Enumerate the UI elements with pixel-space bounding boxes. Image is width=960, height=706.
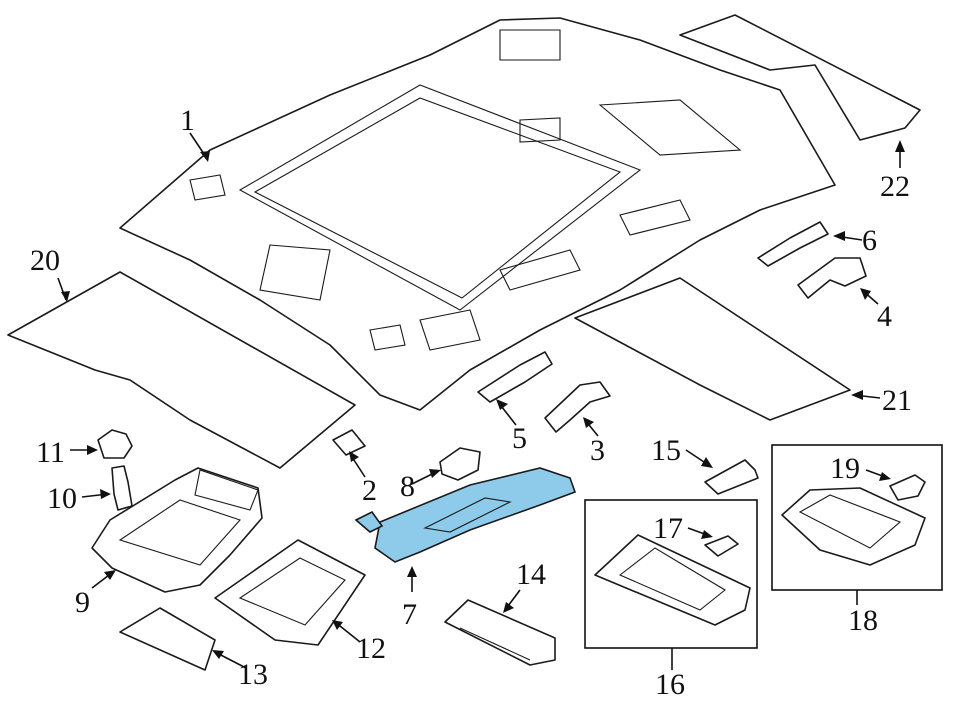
sun-visor-part-7[interactable]: [354, 467, 577, 563]
overhead-console-part-9: [91, 467, 263, 593]
callout-14: 14: [516, 558, 546, 591]
callout-10: 10: [47, 482, 77, 515]
bezel-part-12: [214, 539, 366, 646]
callout-6: 6: [862, 224, 877, 257]
bracket-part-5: [477, 351, 553, 403]
callout-12: 12: [356, 632, 386, 665]
callout-13: 13: [238, 658, 268, 691]
callout-1: 1: [180, 104, 195, 137]
callout-8: 8: [400, 470, 415, 503]
callout-17: 17: [653, 512, 683, 545]
arrow-heads: [61, 140, 905, 659]
callout-3: 3: [590, 434, 605, 467]
callout-11: 11: [36, 436, 65, 469]
grab-handle-part-4: [797, 257, 867, 299]
plug-part-10: [111, 465, 133, 511]
callout-4: 4: [877, 300, 892, 333]
callout-2: 2: [362, 474, 377, 507]
callout-19: 19: [830, 452, 860, 485]
group-box-18: [771, 444, 943, 591]
callout-22: 22: [880, 170, 910, 203]
callout-18: 18: [848, 604, 878, 637]
bulb-part-15: [704, 459, 759, 495]
callout-16: 16: [655, 668, 685, 701]
callout-7: 7: [402, 598, 417, 631]
grab-handle-part-3: [544, 381, 611, 433]
lamp-part-14: [444, 599, 556, 666]
clip-part-8: [439, 447, 481, 481]
pad-part-20: [7, 271, 356, 469]
pad-part-21: [574, 277, 851, 421]
headliner-part: [119, 17, 836, 411]
callout-21: 21: [882, 384, 912, 417]
tape-part-2: [332, 429, 366, 456]
cap-part-11: [97, 429, 133, 459]
bracket-part-6: [757, 221, 829, 267]
callout-9: 9: [75, 586, 90, 619]
callout-20: 20: [30, 244, 60, 277]
group-box-16: [584, 499, 758, 649]
pad-part-22: [679, 14, 921, 141]
callout-5: 5: [512, 422, 527, 455]
cover-part-13: [119, 607, 216, 671]
callout-15: 15: [651, 434, 681, 467]
